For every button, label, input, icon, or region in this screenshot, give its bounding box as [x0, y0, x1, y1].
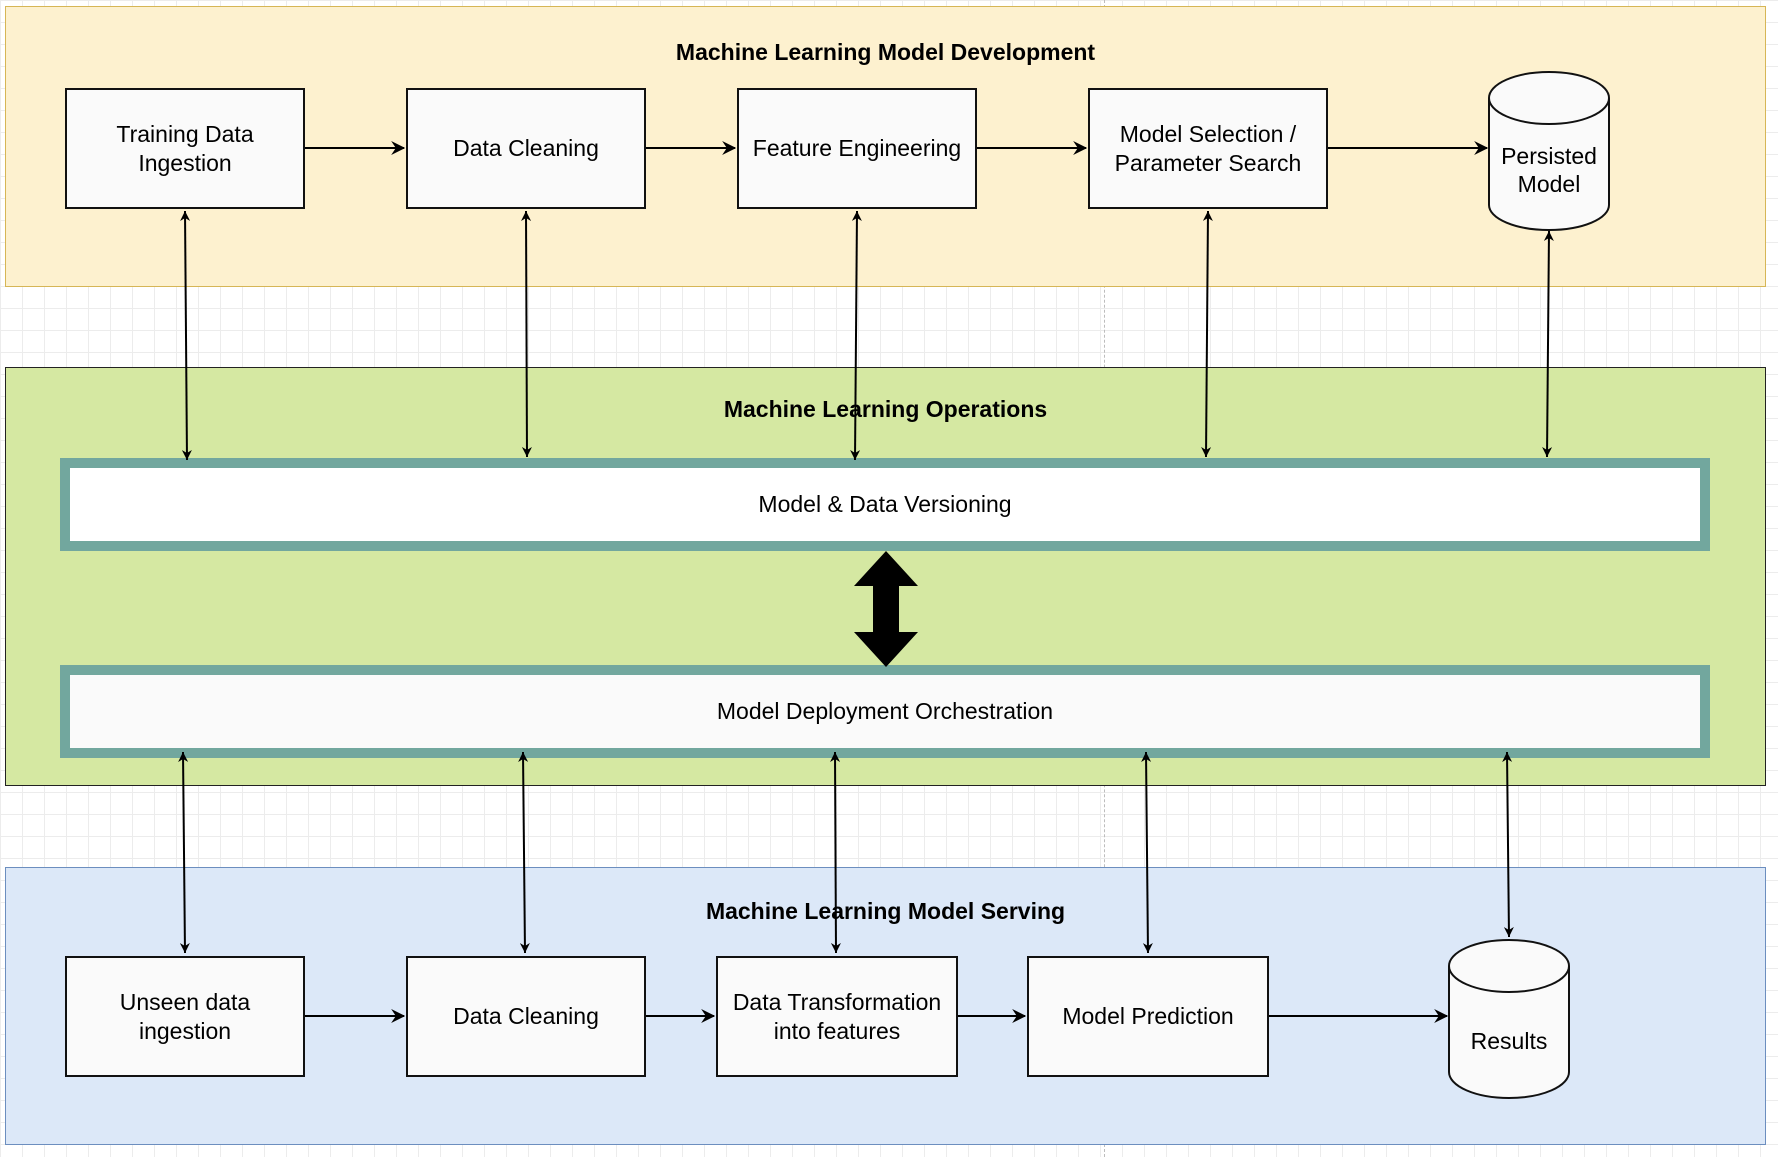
ops-to-serving-arrows	[178, 751, 1514, 954]
dev-to-ops-arrows	[180, 210, 1554, 461]
results-cylinder[interactable]	[1448, 939, 1570, 1099]
training-data-ingestion-box[interactable]: Training Data Ingestion	[65, 88, 305, 209]
model-prediction-box[interactable]: Model Prediction	[1027, 956, 1269, 1077]
srv-data-cleaning-box[interactable]: Data Cleaning	[406, 956, 646, 1077]
development-title: Machine Learning Model Development	[675, 39, 1096, 65]
model-selection-box[interactable]: Model Selection / Parameter Search	[1088, 88, 1328, 209]
dev-data-cleaning-box[interactable]: Data Cleaning	[406, 88, 646, 209]
operations-title: Machine Learning Operations	[723, 396, 1048, 422]
serving-title: Machine Learning Model Serving	[705, 898, 1066, 924]
model-data-versioning-layer[interactable]: Model & Data Versioning	[60, 458, 1710, 551]
ops-double-arrow	[854, 551, 918, 667]
model-deployment-orchestration-layer[interactable]: Model Deployment Orchestration	[60, 665, 1710, 758]
data-transformation-box[interactable]: Data Transformation into features	[716, 956, 958, 1077]
feature-engineering-box[interactable]: Feature Engineering	[737, 88, 977, 209]
unseen-data-ingestion-box[interactable]: Unseen data ingestion	[65, 956, 305, 1077]
results-label: Results	[1470, 1027, 1548, 1054]
persisted-model-label: Persisted Model	[1501, 142, 1597, 197]
persisted-model-cylinder[interactable]	[1488, 71, 1610, 231]
